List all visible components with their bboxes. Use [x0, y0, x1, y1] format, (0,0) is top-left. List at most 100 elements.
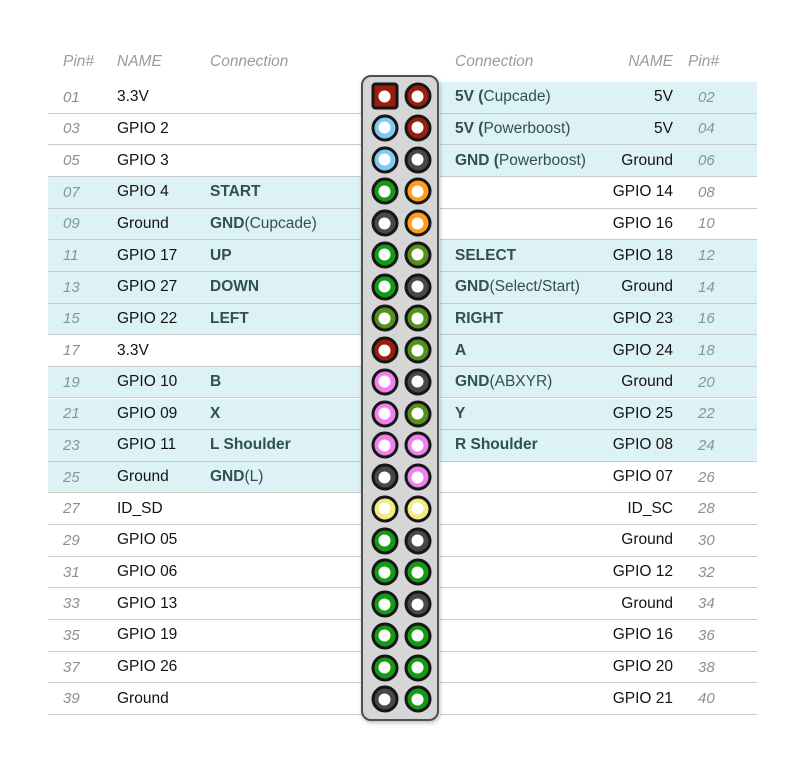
pin-name: GPIO 19: [117, 626, 178, 644]
pin-dot-08: [404, 177, 431, 205]
pin-connection: L Shoulder: [210, 436, 291, 454]
pin-connection: 5V (Powerboost): [455, 119, 571, 137]
pin-name: Ground: [621, 594, 673, 612]
pin-dot-10: [404, 209, 431, 237]
pin-connection: Y: [455, 404, 466, 422]
pin-name: GPIO 11: [117, 436, 177, 454]
pin-dot-38: [404, 654, 431, 681]
pin-name: Ground: [117, 468, 169, 486]
pin-connection: START: [210, 183, 261, 201]
pin-number: 21: [63, 405, 80, 423]
pin-name: GPIO 17: [117, 246, 178, 264]
pin-number: 32: [698, 563, 715, 581]
pin-dot-02: [404, 82, 431, 110]
pinout-row-left-37: 37 GPIO 26: [48, 651, 362, 684]
pin-dot-01: [371, 82, 398, 110]
pin-name: GPIO 27: [117, 278, 178, 296]
pin-number: 05: [63, 152, 80, 170]
pin-name: GPIO 16: [612, 214, 673, 232]
header-right-pin: Pin#: [688, 53, 720, 70]
pin-dot-26: [404, 463, 431, 491]
header-right-connection: Connection: [455, 53, 534, 70]
header-left-name: NAME: [117, 53, 162, 70]
pin-name: GPIO 12: [612, 563, 673, 581]
pin-name: GPIO 06: [117, 563, 178, 581]
pin-connection: LEFT: [210, 309, 249, 327]
pin-number: 16: [698, 310, 715, 328]
pin-dot-35: [371, 622, 398, 650]
pin-dot-17: [371, 336, 398, 364]
pin-number: 23: [63, 436, 80, 454]
pinout-row-right-32: GPIO 12 32: [440, 556, 757, 589]
pin-name: GPIO 22: [117, 309, 178, 327]
pin-dot-20: [404, 368, 431, 396]
pin-number: 03: [63, 120, 80, 138]
gpio-strip: [361, 75, 439, 721]
pin-number: 20: [698, 373, 715, 391]
pin-name: Ground: [117, 214, 169, 232]
pin-name: GPIO 07: [612, 468, 673, 486]
pin-number: 37: [63, 658, 80, 676]
pin-dot-16: [404, 304, 431, 332]
pin-number: 07: [63, 183, 80, 201]
pin-number: 04: [698, 120, 715, 138]
pin-connection: GND (Cupcade): [210, 214, 317, 232]
pinout-row-right-36: GPIO 16 36: [440, 620, 757, 652]
pin-number: 22: [698, 405, 715, 423]
pin-dot-28: [404, 495, 431, 523]
pin-name: Ground: [621, 531, 673, 549]
pin-connection: A: [455, 341, 467, 359]
pin-dot-15: [371, 304, 398, 332]
pin-dot-30: [404, 527, 431, 554]
pin-dot-34: [404, 590, 431, 618]
pin-dot-13: [371, 273, 398, 300]
pin-name: GPIO 05: [117, 531, 178, 549]
pinout-row-left-21: 21 GPIO 09 X: [48, 398, 362, 431]
pin-connection: X: [210, 404, 221, 422]
header-right-name: NAME: [628, 53, 673, 70]
pin-dot-22: [404, 400, 431, 427]
pin-number: 33: [63, 595, 80, 613]
pin-dot-06: [404, 146, 431, 173]
pin-name: GPIO 16: [612, 626, 673, 644]
pin-number: 39: [63, 690, 80, 708]
pin-name: GPIO 26: [117, 658, 178, 675]
pin-number: 19: [63, 373, 80, 391]
pin-number: 01: [63, 88, 80, 106]
pin-connection: GND (Powerboost): [455, 151, 586, 169]
pin-connection: GND (ABXYR): [455, 373, 553, 391]
pin-dot-33: [371, 590, 398, 618]
pin-number: 12: [698, 247, 715, 265]
pin-connection: R Shoulder: [455, 436, 538, 454]
pin-dot-14: [404, 273, 431, 300]
pin-name: GPIO 09: [117, 404, 178, 422]
pin-number: 25: [63, 468, 80, 486]
pin-number: 02: [698, 88, 715, 106]
pin-number: 11: [63, 247, 79, 265]
pin-dot-40: [404, 685, 431, 713]
pin-dot-29: [371, 527, 398, 554]
pin-connection: UP: [210, 246, 232, 264]
pinout-row-left-39: 39 Ground: [48, 683, 362, 715]
pin-name: Ground: [621, 151, 673, 169]
pin-name: Ground: [117, 689, 169, 707]
pin-number: 36: [698, 626, 715, 644]
pin-dot-11: [371, 241, 398, 269]
pin-number: 14: [698, 278, 715, 296]
pin-name: 3.3V: [117, 88, 149, 106]
pin-name: GPIO 3: [117, 151, 169, 169]
